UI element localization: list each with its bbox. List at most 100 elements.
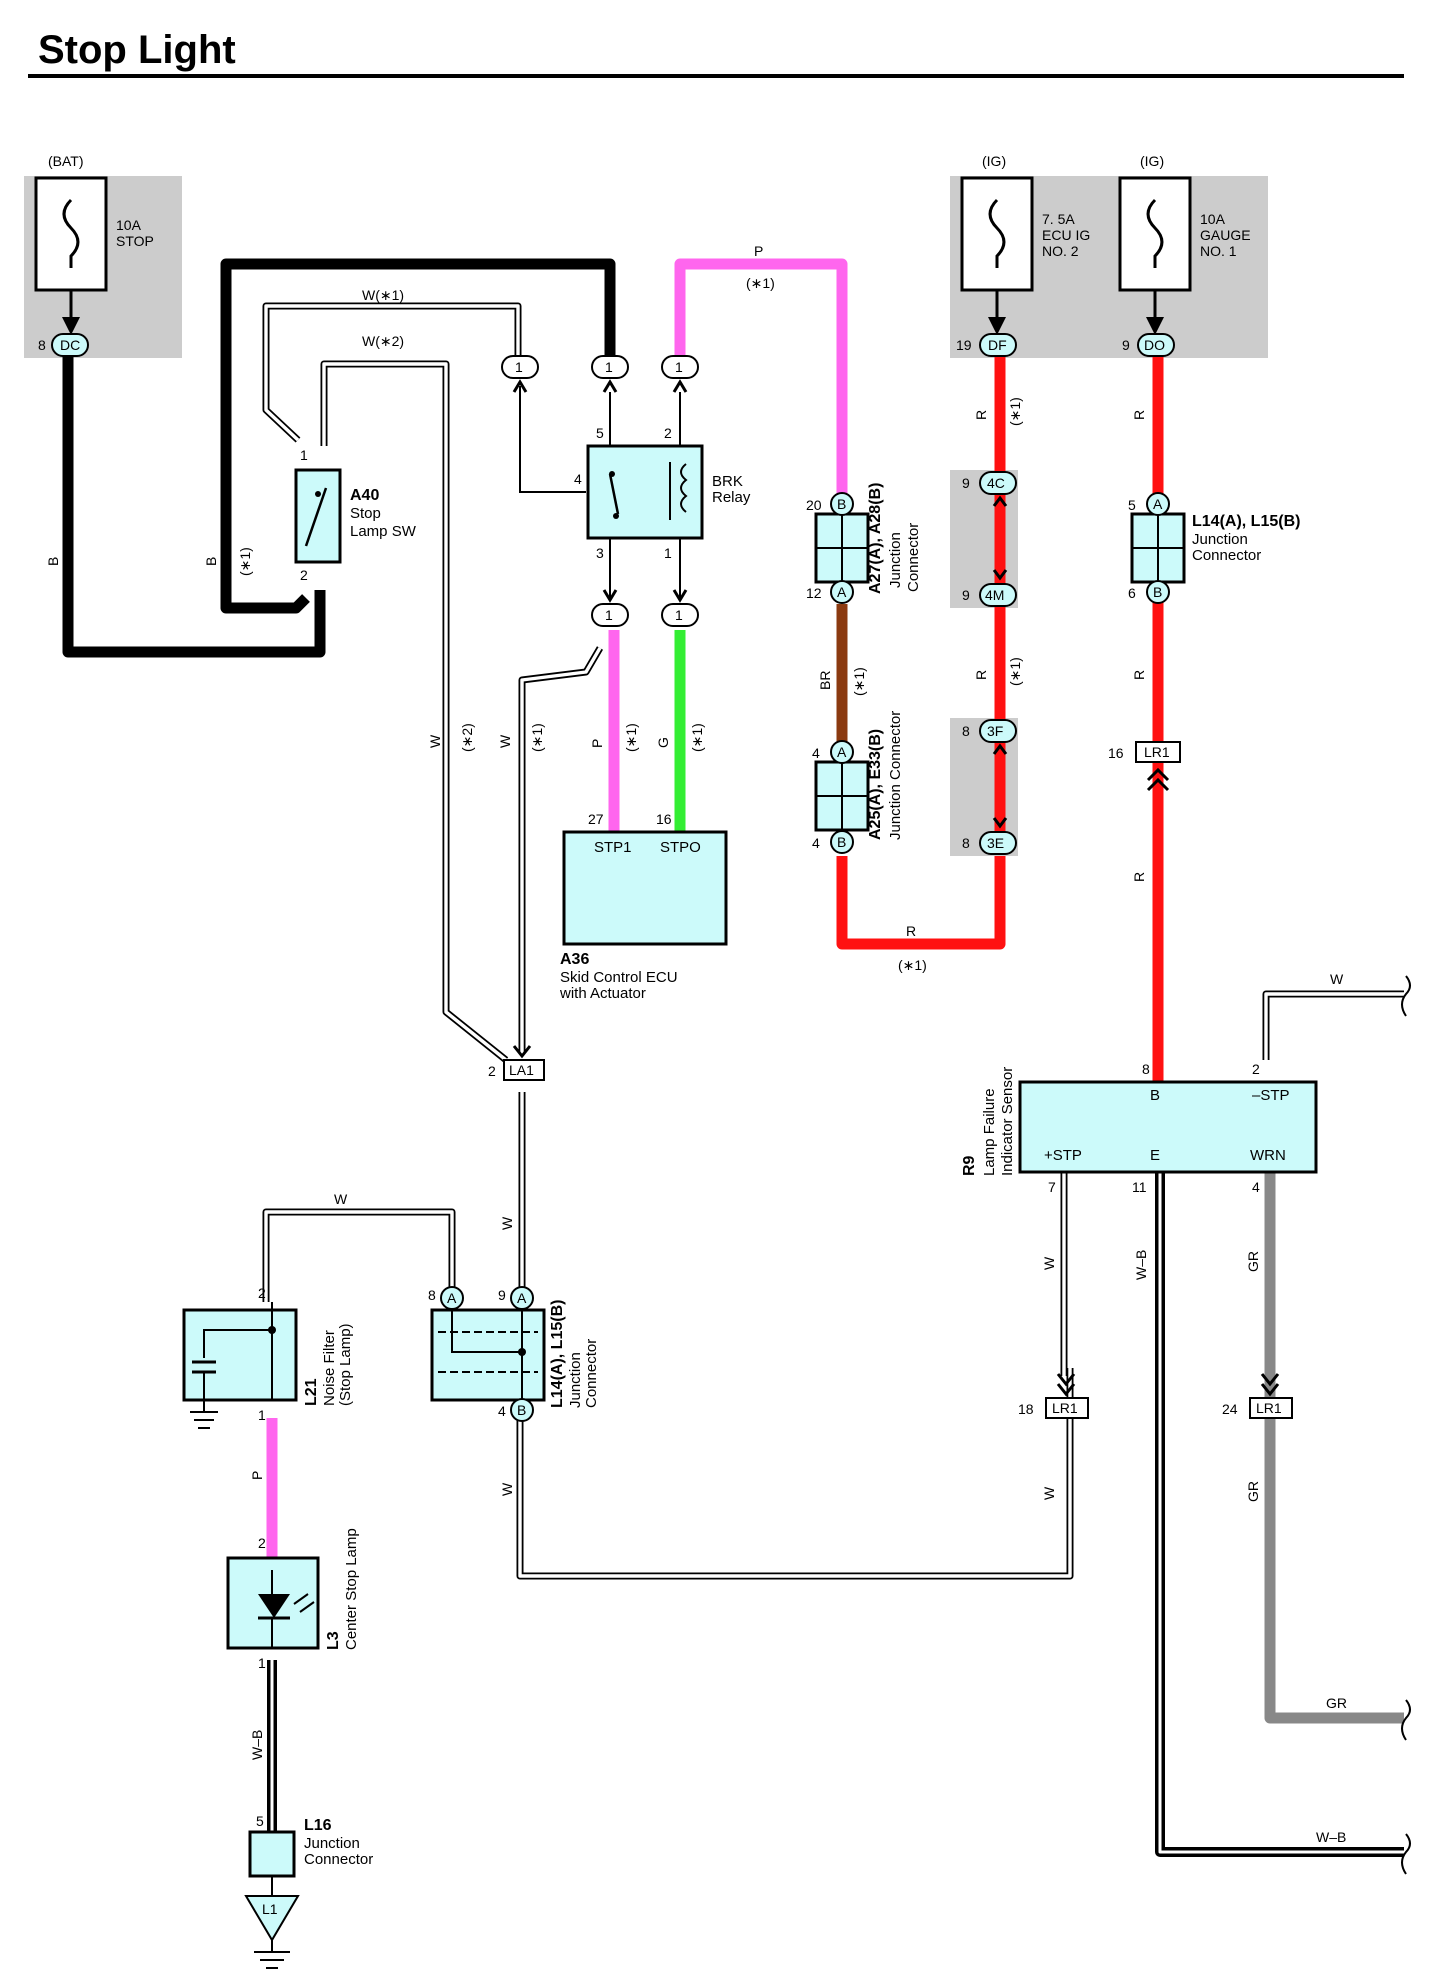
- wire-label-p: P: [589, 739, 605, 748]
- fuse-gauge-name: GAUGE: [1200, 227, 1251, 243]
- a36-stp1: STP1: [594, 839, 632, 856]
- fuse-gauge-connector: DO: [1144, 337, 1165, 353]
- conn-4m-pin: 9: [962, 587, 970, 603]
- wire-label-w-left: W: [427, 734, 443, 748]
- brk-l2: Relay: [712, 489, 751, 506]
- wire-label-w-filter: W: [334, 1191, 348, 1207]
- l14top-pin5: 5: [1128, 497, 1136, 513]
- l14bot-pin8: 8: [428, 1287, 436, 1303]
- junction-l14-top: [1130, 512, 1186, 584]
- wire-gr-grey: [1264, 1172, 1404, 1724]
- l14bot-pinB: B: [517, 1402, 526, 1418]
- wire-label-r-bottom: R: [906, 923, 916, 939]
- conn-4c: 4C: [987, 475, 1005, 491]
- term-one-b: 1: [605, 359, 613, 375]
- wire-label-r1-note: (∗1): [1007, 397, 1023, 426]
- wire-label-w1: W(∗1): [362, 287, 404, 303]
- title-rule: [28, 74, 1404, 78]
- wire-label-w-mid-note: (∗1): [529, 723, 545, 752]
- wire-label-w-la1: W: [499, 1216, 515, 1230]
- a27-pinB: B: [837, 496, 846, 512]
- pin-circles: [440, 492, 1170, 1422]
- center-stop-lamp: [226, 1556, 320, 1650]
- l14top-pinB: B: [1153, 584, 1162, 600]
- r9-pin7: 7: [1048, 1179, 1056, 1195]
- conn-4c-pin: 9: [962, 475, 970, 491]
- brk-pin5: 5: [596, 425, 604, 441]
- l14bot-pinA1: A: [447, 1290, 457, 1306]
- wire-label-r3: R: [1131, 410, 1147, 420]
- a27-l1: Junction: [887, 532, 904, 588]
- junction-l16: [248, 1830, 296, 1878]
- page-title: Stop Light: [38, 28, 236, 72]
- a27-pinA: A: [837, 584, 847, 600]
- r9-pin11: 11: [1132, 1179, 1147, 1195]
- r9-l1: Lamp Failure: [981, 1088, 998, 1176]
- wire-label-p-note: (∗1): [623, 723, 639, 752]
- fuse-gauge-pin: 9: [1122, 337, 1130, 353]
- l21-pin2: 2: [258, 1285, 266, 1301]
- wire-label-r4: R: [1131, 670, 1147, 680]
- brk-pin2: 2: [664, 425, 672, 441]
- wire-label-g: G: [655, 737, 671, 748]
- wire-label-w-mid: W: [497, 734, 513, 748]
- wire-label-b2: B: [203, 557, 219, 566]
- conn-lr1-18-pin: 18: [1018, 1401, 1034, 1417]
- conn-la1: LA1: [509, 1062, 534, 1078]
- a27-code: A27(A), A28(B): [867, 483, 884, 594]
- fuse-stop-connector: DC: [60, 337, 80, 353]
- l3-l1: Center Stop Lamp: [343, 1528, 360, 1650]
- brk-relay: [586, 444, 704, 540]
- l21-pin1: 1: [258, 1407, 266, 1423]
- conn-lr1-16: LR1: [1144, 744, 1170, 760]
- fuse-ecu-connector: DF: [988, 337, 1007, 353]
- wire-label-w-r9b: W: [1041, 1486, 1057, 1500]
- conn-3f: 3F: [987, 723, 1003, 739]
- l21-l2: (Stop Lamp): [337, 1323, 354, 1406]
- l14bot-pin9: 9: [498, 1287, 506, 1303]
- a27-pin20: 20: [806, 497, 822, 513]
- conn-3e: 3E: [987, 835, 1004, 851]
- wire-w-white: [262, 302, 1404, 1580]
- l14top-code: L14(A), L15(B): [1192, 513, 1300, 530]
- a25-l1: Junction Connector: [887, 711, 904, 840]
- l14top-pin6: 6: [1128, 585, 1136, 601]
- connector-chevrons: [512, 767, 1280, 1397]
- rect-connectors: [503, 741, 1293, 1419]
- conn-3e-pin: 8: [962, 835, 970, 851]
- term-one-e: 1: [675, 607, 683, 623]
- wire-break-marks: [1401, 975, 1411, 1875]
- wire-label-w-left-note: (∗2): [459, 723, 475, 752]
- r9-stp-minus: –STP: [1252, 1087, 1290, 1104]
- a40-l2: Lamp SW: [350, 523, 417, 540]
- terminal-ovals: [501, 355, 1017, 855]
- fuse-stop: [34, 176, 108, 357]
- wire-label-br: BR: [817, 671, 833, 690]
- wire-label-g-note: (∗1): [689, 723, 705, 752]
- wire-label-r5: R: [1131, 872, 1147, 882]
- a27-l2: Connector: [905, 523, 922, 592]
- wire-label-wb-lower: W–B: [249, 1730, 265, 1760]
- a36-stpo: STPO: [660, 839, 701, 856]
- wire-label-wb-r9: W–B: [1133, 1250, 1149, 1280]
- l16-l1: Junction: [304, 1835, 360, 1852]
- l14bot-pinA2: A: [517, 1290, 527, 1306]
- r9-pin4: 4: [1252, 1179, 1260, 1195]
- a40-l1: Stop: [350, 505, 381, 522]
- l14bot-l1: Junction: [567, 1352, 584, 1408]
- fuse-stop-pin: 8: [38, 337, 46, 353]
- fuse-gauge-rating: 10A: [1200, 211, 1226, 227]
- wire-label-w-right: W: [1330, 971, 1344, 987]
- a25-pinB: B: [837, 834, 846, 850]
- wire-label-p-lower: P: [249, 1471, 265, 1480]
- wire-label-p-top-note: (∗1): [746, 275, 775, 291]
- r9-pin2: 2: [1252, 1061, 1260, 1077]
- conn-3f-pin: 8: [962, 723, 970, 739]
- term-one-a: 1: [515, 359, 523, 375]
- r9-code: R9: [961, 1155, 978, 1176]
- ground-label: L1: [262, 1901, 278, 1917]
- l14bot-code: L14(A), L15(B): [549, 1300, 566, 1408]
- wire-wb: [267, 1172, 1404, 1857]
- conn-lr1-18: LR1: [1052, 1400, 1078, 1416]
- l14bot-l2: Connector: [583, 1339, 600, 1408]
